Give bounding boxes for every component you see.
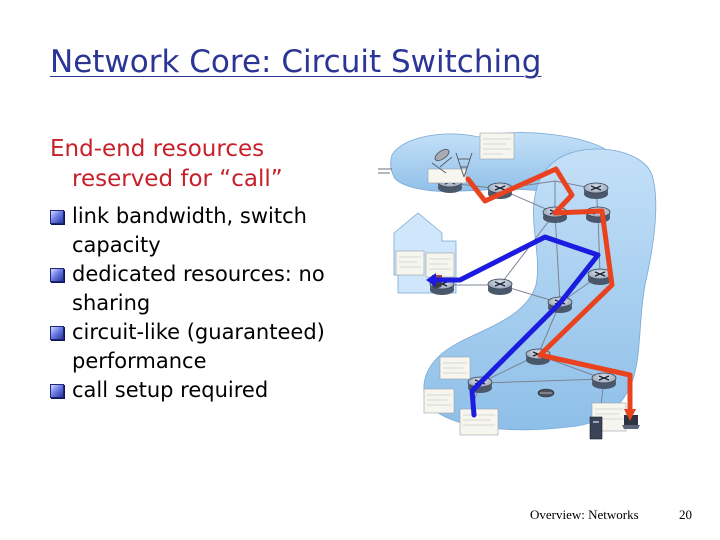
- bullet-marker-icon: [50, 210, 64, 224]
- arrowhead-red: [624, 409, 636, 421]
- page-number: 20: [679, 507, 692, 522]
- server-icon: [425, 252, 455, 278]
- bullet-marker-icon: [50, 268, 64, 282]
- circuit-path-blue: [429, 234, 601, 418]
- modem-icon: [537, 388, 555, 398]
- router-icon: [583, 182, 609, 200]
- router-icon: [591, 372, 617, 390]
- server-icon: [479, 132, 515, 160]
- router-icon: [487, 278, 513, 296]
- bullet-item: dedicated resources: no sharing: [50, 260, 350, 318]
- bullet-marker-icon: [50, 384, 64, 398]
- bullet-item: link bandwidth, switch capacity: [50, 202, 350, 260]
- wire-icon: [378, 168, 392, 174]
- bullet-text: dedicated resources: no sharing: [72, 262, 325, 315]
- antenna-icon: [431, 148, 473, 178]
- lead-text: End-end resources reserved for “call”: [50, 134, 330, 194]
- network-diagram: [378, 132, 657, 440]
- bullet-marker-icon: [50, 326, 64, 340]
- bullet-item: circuit-like (guaranteed) performance: [50, 318, 350, 376]
- server-icon: [427, 168, 467, 184]
- bullet-text: call setup required: [72, 378, 269, 402]
- circuit-path-red: [465, 166, 633, 416]
- bullet-text: circuit-like (guaranteed) performance: [72, 320, 325, 373]
- footer-label: Overview: Networks: [530, 507, 639, 522]
- arrowhead-blue: [426, 273, 436, 287]
- lead-line-2: reserved for “call”: [72, 166, 283, 192]
- server-icon: [459, 408, 499, 436]
- lead-line-1: End-end resources: [50, 136, 265, 162]
- server-icon: [423, 388, 455, 414]
- server-icon: [395, 250, 425, 276]
- slide-title: Network Core: Circuit Switching: [50, 44, 542, 80]
- workstation-icon: [589, 416, 603, 440]
- bullet-item: call setup required: [50, 376, 350, 405]
- bullet-text: link bandwidth, switch capacity: [72, 204, 307, 257]
- bullet-list: link bandwidth, switch capacity dedicate…: [50, 202, 350, 405]
- laptop-icon: [622, 415, 640, 429]
